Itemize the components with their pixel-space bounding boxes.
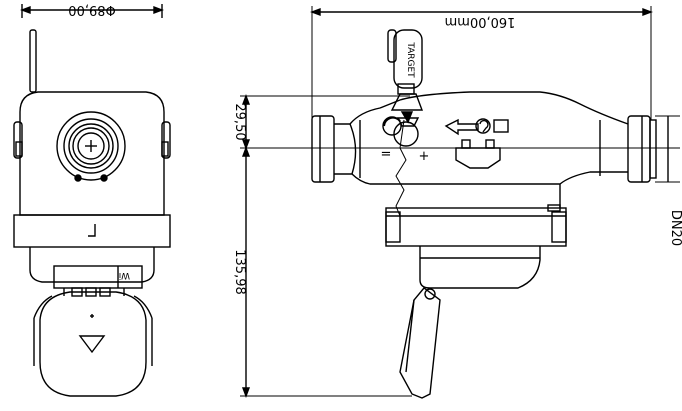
diameter-label: Φ89,00 [68, 2, 115, 17]
flow-arrow-icon [444, 118, 479, 136]
length-dimension [310, 6, 653, 120]
lower-band [385, 207, 567, 247]
minus-sign: = [381, 147, 392, 162]
wifi-mark: Wi [119, 270, 130, 280]
connection-dimension [655, 115, 680, 183]
length-label: 160,00mm [445, 14, 516, 29]
angled-extension [399, 287, 441, 399]
diameter-dimension [20, 4, 164, 18]
valve-body-side [334, 91, 629, 185]
nameplate [455, 147, 501, 169]
close-symbol [393, 121, 419, 147]
offset-label: 29,50 [232, 103, 247, 140]
actuator-housing [19, 91, 165, 216]
antenna [29, 29, 37, 93]
front-view [13, 4, 171, 397]
valve-body-front [39, 291, 147, 397]
break-line [395, 119, 407, 217]
inlet-flange [311, 115, 335, 183]
lower-collar [29, 247, 155, 283]
height-label: 135,98 [232, 249, 247, 295]
connection-label: DN20 [668, 210, 682, 246]
lower-collar-side [419, 246, 541, 289]
housing-band [13, 214, 171, 248]
side-view [240, 6, 680, 399]
actuator-knob [56, 111, 126, 181]
lever-handle [387, 29, 424, 111]
flow-direction-icon [78, 335, 106, 354]
outlet-flange [627, 115, 651, 183]
handle-brand: TARGET [405, 41, 415, 78]
plus-sign: + [419, 149, 430, 164]
